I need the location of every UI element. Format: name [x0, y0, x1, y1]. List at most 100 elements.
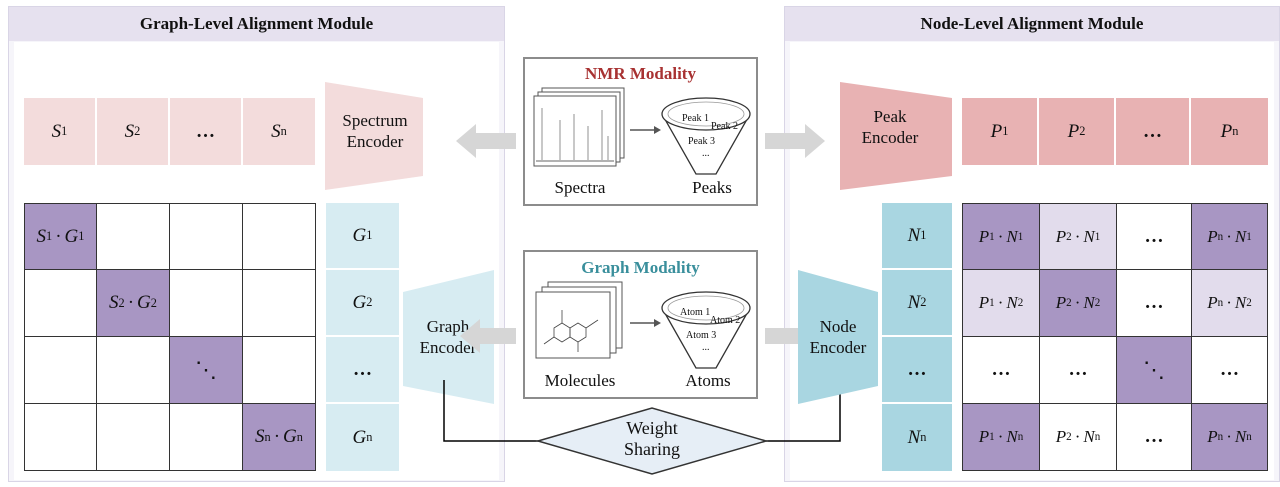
atoms-funnel-icon — [661, 291, 751, 369]
arrow-to-peak-encoder — [765, 124, 825, 158]
atom-item-2: Atom 2 — [710, 315, 741, 326]
matrix-cell-ellipsis: … — [1191, 336, 1268, 404]
graph-encoder-line2: Encoder — [419, 338, 477, 357]
spectra-label: Spectra — [554, 178, 606, 197]
ellipsis-text: … — [1144, 225, 1164, 247]
matrix-cell — [24, 336, 97, 404]
diag-ellipsis-text: ⋱ — [195, 357, 217, 382]
graph-level-module-title: Graph-Level Alignment Module — [9, 7, 504, 41]
matrix-cell — [96, 336, 170, 404]
weight-sharing-connector — [443, 380, 841, 475]
ellipsis-text: … — [1144, 292, 1164, 313]
spectrum-embedding-ellipsis: … — [170, 98, 243, 165]
graph-arrow-icon — [630, 319, 661, 327]
peak-item-2: Peak 2 — [711, 121, 738, 132]
matrix-cell-ellipsis: … — [1116, 203, 1192, 270]
ellipsis-text: … — [1220, 359, 1239, 380]
matrix-cell — [169, 269, 243, 337]
graph-modality-title: Graph Modality — [581, 258, 700, 277]
matrix-cell — [242, 269, 316, 337]
node-embedding-ellipsis: … — [882, 337, 952, 404]
peak-item-ellipsis: ... — [702, 148, 710, 159]
peak-item-3: Peak 3 — [688, 136, 715, 147]
matrix-cell — [169, 403, 243, 471]
spectrum-encoder-line1: Spectrum — [342, 111, 408, 130]
peak-embedding-ellipsis: … — [1116, 98, 1191, 165]
matrix-cell — [242, 203, 316, 270]
matrix-cell-ellipsis: … — [962, 336, 1040, 404]
node-encoder-line1: Node — [819, 317, 857, 336]
ellipsis-text: … — [1144, 426, 1164, 447]
node-encoder-line2: Encoder — [809, 338, 867, 357]
molecules-label: Molecules — [544, 371, 616, 390]
matrix-cell — [24, 403, 97, 471]
matrix-cell — [24, 269, 97, 337]
matrix-cell-ellipsis: … — [1116, 403, 1192, 471]
peaks-label: Peaks — [692, 178, 732, 197]
matrix-cell-diag-ellipsis: ⋱ — [169, 336, 243, 404]
peak-item-1: Peak 1 — [682, 113, 709, 124]
peak-encoder-line2: Encoder — [861, 128, 919, 147]
ellipsis-text: … — [1068, 359, 1088, 380]
graph-encoder-label: Graph Encoder — [400, 316, 496, 358]
ellipsis-text: … — [991, 359, 1011, 380]
graph-embedding-ellipsis: … — [326, 337, 399, 404]
peak-encoder-shape — [840, 82, 952, 190]
matrix-cell-ellipsis: … — [1116, 269, 1192, 337]
matrix-cell-ellipsis: … — [1039, 336, 1117, 404]
matrix-cell — [242, 336, 316, 404]
matrix-cell — [169, 203, 243, 270]
spectrum-encoder-label: Spectrum Encoder — [325, 110, 425, 152]
peak-encoder-label: Peak Encoder — [838, 106, 942, 148]
node-encoder-shape — [798, 270, 878, 404]
graph-encoder-shape — [403, 270, 494, 404]
ellipsis-text: … — [196, 120, 215, 142]
spectrum-encoder-line2: Encoder — [346, 132, 404, 151]
spectra-stack-icon — [533, 87, 625, 167]
matrix-cell-diag-ellipsis: ⋱ — [1116, 336, 1192, 404]
molecules-stack-icon — [535, 281, 623, 359]
atom-item-3: Atom 3 — [686, 330, 717, 341]
node-level-module-title: Node-Level Alignment Module — [785, 7, 1279, 41]
weight-sharing-label: Weight Sharing — [602, 418, 702, 460]
nmr-modality-title: NMR Modality — [585, 64, 696, 83]
peaks-funnel-icon — [661, 97, 751, 175]
peak-encoder-line1: Peak — [873, 107, 907, 126]
matrix-cell — [96, 203, 170, 270]
arrow-to-spectrum-encoder — [456, 124, 516, 158]
ellipsis-text: … — [907, 358, 927, 380]
matrix-cell — [96, 403, 170, 471]
ellipsis-text: … — [353, 358, 372, 380]
nmr-arrow-icon — [630, 126, 661, 134]
weight-sharing-line2: Sharing — [624, 439, 680, 459]
weight-sharing-line1: Weight — [626, 418, 678, 438]
atoms-label: Atoms — [685, 371, 731, 390]
diag-ellipsis-text: ⋱ — [1143, 357, 1165, 382]
arrow-to-graph-encoder — [460, 319, 516, 353]
atom-item-1: Atom 1 — [680, 307, 711, 318]
spectrum-encoder-shape — [325, 82, 423, 190]
atom-item-ellipsis: ... — [702, 342, 710, 353]
